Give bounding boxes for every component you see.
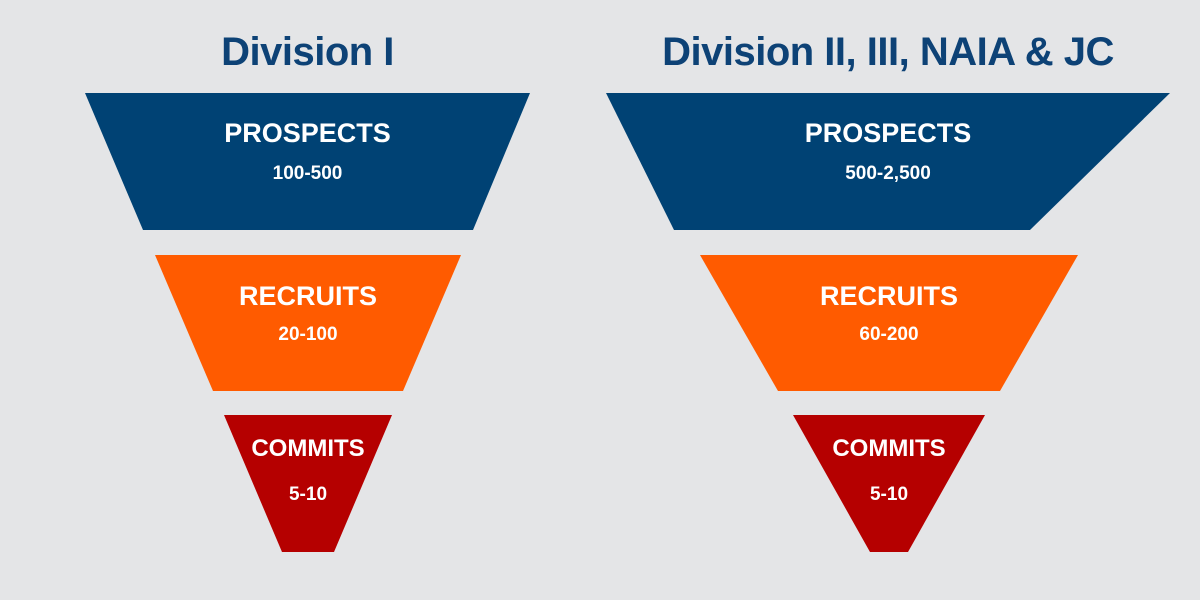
funnel-1-recruits-shape xyxy=(155,255,461,391)
funnel-1-prospects-label: PROSPECTS xyxy=(224,118,391,148)
funnel-1-recruits-label: RECRUITS xyxy=(238,281,377,311)
funnel-2-commits-shape xyxy=(793,415,985,552)
funnel-2-prospects-shape xyxy=(606,93,1170,230)
funnel-2-prospects-range: 500-2,500 xyxy=(845,163,931,184)
funnel-2-commits-range: 5-10 xyxy=(869,484,909,505)
funnel-1-prospects-range: 100-500 xyxy=(272,163,343,184)
funnel-2-recruits-range: 60-200 xyxy=(859,324,919,345)
funnel-2-prospects-label: PROSPECTS xyxy=(804,118,972,148)
funnel-1-recruits-range: 20-100 xyxy=(278,324,338,345)
funnel-2-title: Division II, III, NAIA & JC xyxy=(662,30,1114,74)
funnel-1-prospects-shape xyxy=(85,93,530,230)
funnel-1-title: Division I xyxy=(221,30,394,74)
funnel-2-recruits-shape xyxy=(700,255,1078,391)
funnel-1-commits-label: COMMITS xyxy=(251,435,365,462)
funnel-1-commits-shape xyxy=(224,415,392,552)
funnel-2-commits-label: COMMITS xyxy=(832,435,946,462)
funnel-1-commits-range: 5-10 xyxy=(288,484,328,505)
funnel-2-recruits-label: RECRUITS xyxy=(819,281,958,311)
